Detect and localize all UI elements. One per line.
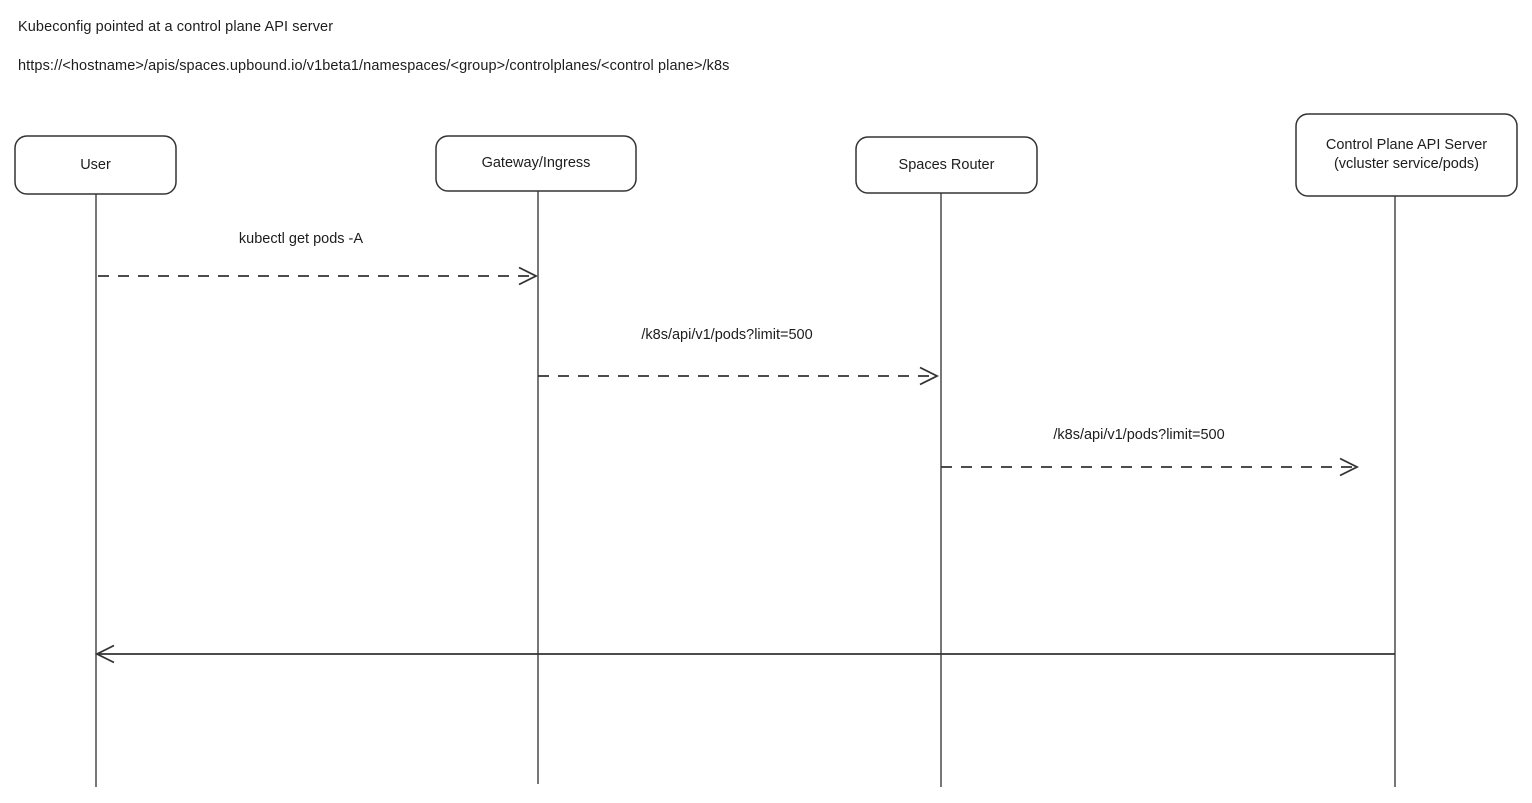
message-label-msg-k8s-api-pods-router-apiserver: /k8s/api/v1/pods?limit=500 xyxy=(1053,427,1225,443)
participant-label-user: User xyxy=(15,156,176,175)
message-arrowhead-msg-k8s-api-pods-router-apiserver xyxy=(1339,457,1360,477)
message-arrowhead-msg-response-apiserver-user xyxy=(94,644,115,664)
participant-label-router: Spaces Router xyxy=(856,156,1037,175)
participant-boxes-group xyxy=(14,113,1518,197)
participant-label-router-line-1: Spaces Router xyxy=(898,156,995,173)
participant-box-apiserver[interactable] xyxy=(1295,113,1518,197)
diagram-caption-line-1: Kubeconfig pointed at a control plane AP… xyxy=(18,19,334,35)
participant-label-apiserver-line-1: Control Plane API Server xyxy=(1325,137,1488,153)
participant-label-user-line-1: User xyxy=(80,156,111,173)
diagram-caption-line-2: https://<hostname>/apis/spaces.upbound.i… xyxy=(18,58,730,74)
participant-box-router[interactable] xyxy=(855,136,1038,194)
participant-box-user[interactable] xyxy=(14,135,177,195)
lifelines-group xyxy=(95,191,1396,787)
participant-label-gateway-line-1: Gateway/Ingress xyxy=(481,155,591,171)
message-label-msg-kubectl-get-pods: kubectl get pods -A xyxy=(238,231,364,247)
participant-box-gateway[interactable] xyxy=(435,135,637,192)
message-arrowhead-msg-k8s-api-pods-gateway-router xyxy=(919,366,940,386)
message-arrowhead-msg-kubectl-get-pods xyxy=(518,266,539,286)
message-label-msg-k8s-api-pods-gateway-router: /k8s/api/v1/pods?limit=500 xyxy=(641,327,813,343)
participant-label-apiserver-line-2: (vcluster service/pods) xyxy=(1333,156,1480,172)
participant-label-gateway: Gateway/Ingress xyxy=(436,154,636,173)
participant-label-apiserver: Control Plane API Server (vcluster servic… xyxy=(1296,136,1517,174)
messages-group xyxy=(94,266,1395,664)
